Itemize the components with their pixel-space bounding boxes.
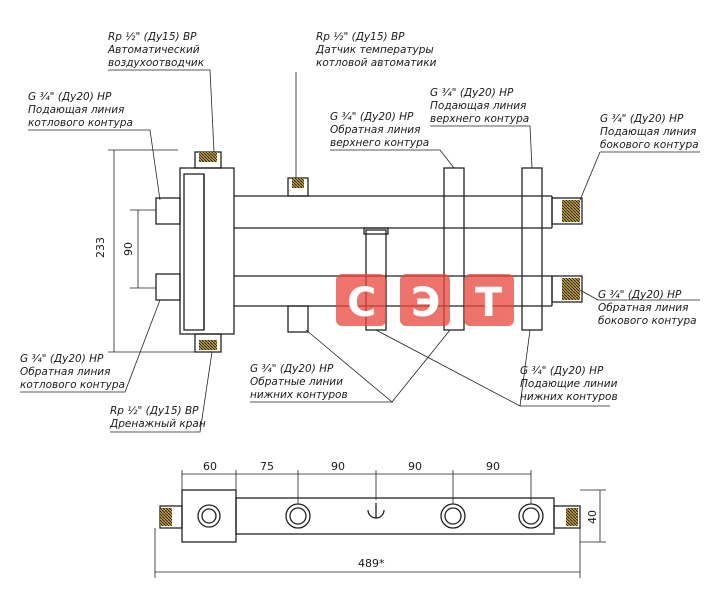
temp-sensor-line-1: Rp ½" (Ду15) ВР — [316, 31, 405, 43]
upper-return-line-3: верхнего контура — [330, 137, 429, 149]
hydro-separator-inner — [183, 173, 205, 331]
lower-returns-line-1: G ¾" (Ду20) НР — [250, 363, 334, 375]
front-dimensions — [108, 149, 196, 353]
dim-top-60: 60 — [203, 460, 217, 473]
boiler-supply-nozzle — [155, 197, 181, 225]
side-return-nozzle — [551, 275, 583, 303]
lower-supplies-line-2: Подающие линии — [520, 378, 618, 390]
boiler-return-line-3: котлового контура — [20, 379, 125, 391]
callout-boiler-supply: G ¾" (Ду20) НР Подающая линия котлового … — [28, 91, 133, 129]
callout-side-supply: G ¾" (Ду20) НР Подающая линия бокового к… — [600, 113, 699, 151]
logo-tile-2 — [400, 274, 450, 326]
top-separator-body — [181, 489, 237, 543]
boiler-supply-line-2: Подающая линия — [28, 104, 124, 116]
dim-depth: 40 — [586, 510, 599, 524]
side-supply-line-3: бокового контура — [600, 139, 699, 151]
set-logo — [336, 274, 514, 326]
callout-drain: Rp ½" (Ду15) ВР Дренажный кран — [109, 405, 206, 430]
temp-sensor-line-3: котловой автоматики — [316, 57, 437, 69]
logo-tile-3 — [464, 274, 514, 326]
leader-lines — [20, 69, 700, 433]
lower-return-nozzle — [287, 305, 309, 333]
drain-thread — [199, 340, 217, 350]
upper-return-line-1: G ¾" (Ду20) НР — [330, 111, 414, 123]
drain-line-1: Rp ½" (Ду15) ВР — [110, 405, 199, 417]
upper-supply-line-2: Подающая линия — [430, 100, 526, 112]
boiler-supply-line-1: G ¾" (Ду20) НР — [28, 91, 112, 103]
upper-supply-line-3: верхнего контура — [430, 113, 529, 125]
callout-upper-supply: G ¾" (Ду20) НР Подающая линия верхнего к… — [430, 87, 529, 125]
lower-pipe-2 — [363, 227, 389, 235]
dim-height-total: 233 — [94, 237, 107, 258]
top-dimensions — [154, 470, 606, 578]
air-vent-thread — [199, 152, 217, 162]
callout-side-return: G ¾" (Ду20) НР Обратная линия бокового к… — [598, 289, 697, 327]
logo-letter-2: Э — [411, 280, 440, 326]
side-return-line-1: G ¾" (Ду20) НР — [598, 289, 682, 301]
boiler-return-nozzle — [155, 273, 181, 301]
logo-letter-1: С — [347, 280, 376, 326]
upper-return-line-2: Обратная линия — [330, 124, 420, 136]
callout-lower-supplies: G ¾" (Ду20) НР Подающие линии нижних кон… — [520, 365, 618, 403]
callout-lower-returns: G ¾" (Ду20) НР Обратные линии нижних кон… — [250, 363, 348, 401]
air-vent-line-2: Автоматический — [107, 44, 200, 56]
temp-sensor-line-2: Датчик температуры — [315, 44, 434, 56]
lower-supplies-line-3: нижних контуров — [520, 391, 618, 403]
lower-supplies-line-1: G ¾" (Ду20) НР — [520, 365, 604, 377]
logo-letter-3: Т — [475, 280, 503, 326]
callout-temp-sensor: Rp ½" (Ду15) ВР Датчик температуры котло… — [315, 31, 437, 69]
side-return-line-3: бокового контура — [598, 315, 697, 327]
side-supply-line-1: G ¾" (Ду20) НР — [600, 113, 684, 125]
callout-air-vent: Rp ½" (Ду15) ВР Автоматический воздухоот… — [107, 31, 205, 69]
boiler-return-line-2: Обратная линия — [20, 366, 110, 378]
side-return-line-2: Обратная линия — [598, 302, 688, 314]
dim-top-90a: 90 — [331, 460, 345, 473]
callout-boiler-return: G ¾" (Ду20) НР Обратная линия котлового … — [20, 353, 125, 391]
hydro-separator-body — [179, 167, 235, 335]
drain-line-2: Дренажный кран — [109, 418, 206, 430]
top-header-body — [235, 497, 555, 535]
dim-length-total: 489* — [358, 557, 385, 570]
dim-spacing: 90 — [122, 242, 135, 256]
drain-fitting — [194, 333, 222, 353]
callout-upper-return: G ¾" (Ду20) НР Обратная линия верхнего к… — [330, 111, 429, 149]
boiler-supply-line-3: котлового контура — [28, 117, 133, 129]
upper-supply-line-1: G ¾" (Ду20) НР — [430, 87, 514, 99]
air-vent-line-3: воздухоотводчик — [108, 57, 205, 69]
boiler-return-line-1: G ¾" (Ду20) НР — [20, 353, 104, 365]
dim-top-75: 75 — [260, 460, 274, 473]
air-vent-line-1: Rp ½" (Ду15) ВР — [108, 31, 197, 43]
lower-returns-line-2: Обратные линии — [250, 376, 343, 388]
side-supply-nozzle — [551, 197, 583, 225]
logo-tile-1 — [336, 274, 386, 326]
top-right-thread — [553, 505, 581, 529]
top-view — [159, 489, 581, 543]
dim-top-90c: 90 — [486, 460, 500, 473]
lower-returns-line-3: нижних контуров — [250, 389, 348, 401]
top-port-separator — [197, 504, 221, 528]
dim-top-90b: 90 — [408, 460, 422, 473]
side-supply-line-2: Подающая линия — [600, 126, 696, 138]
